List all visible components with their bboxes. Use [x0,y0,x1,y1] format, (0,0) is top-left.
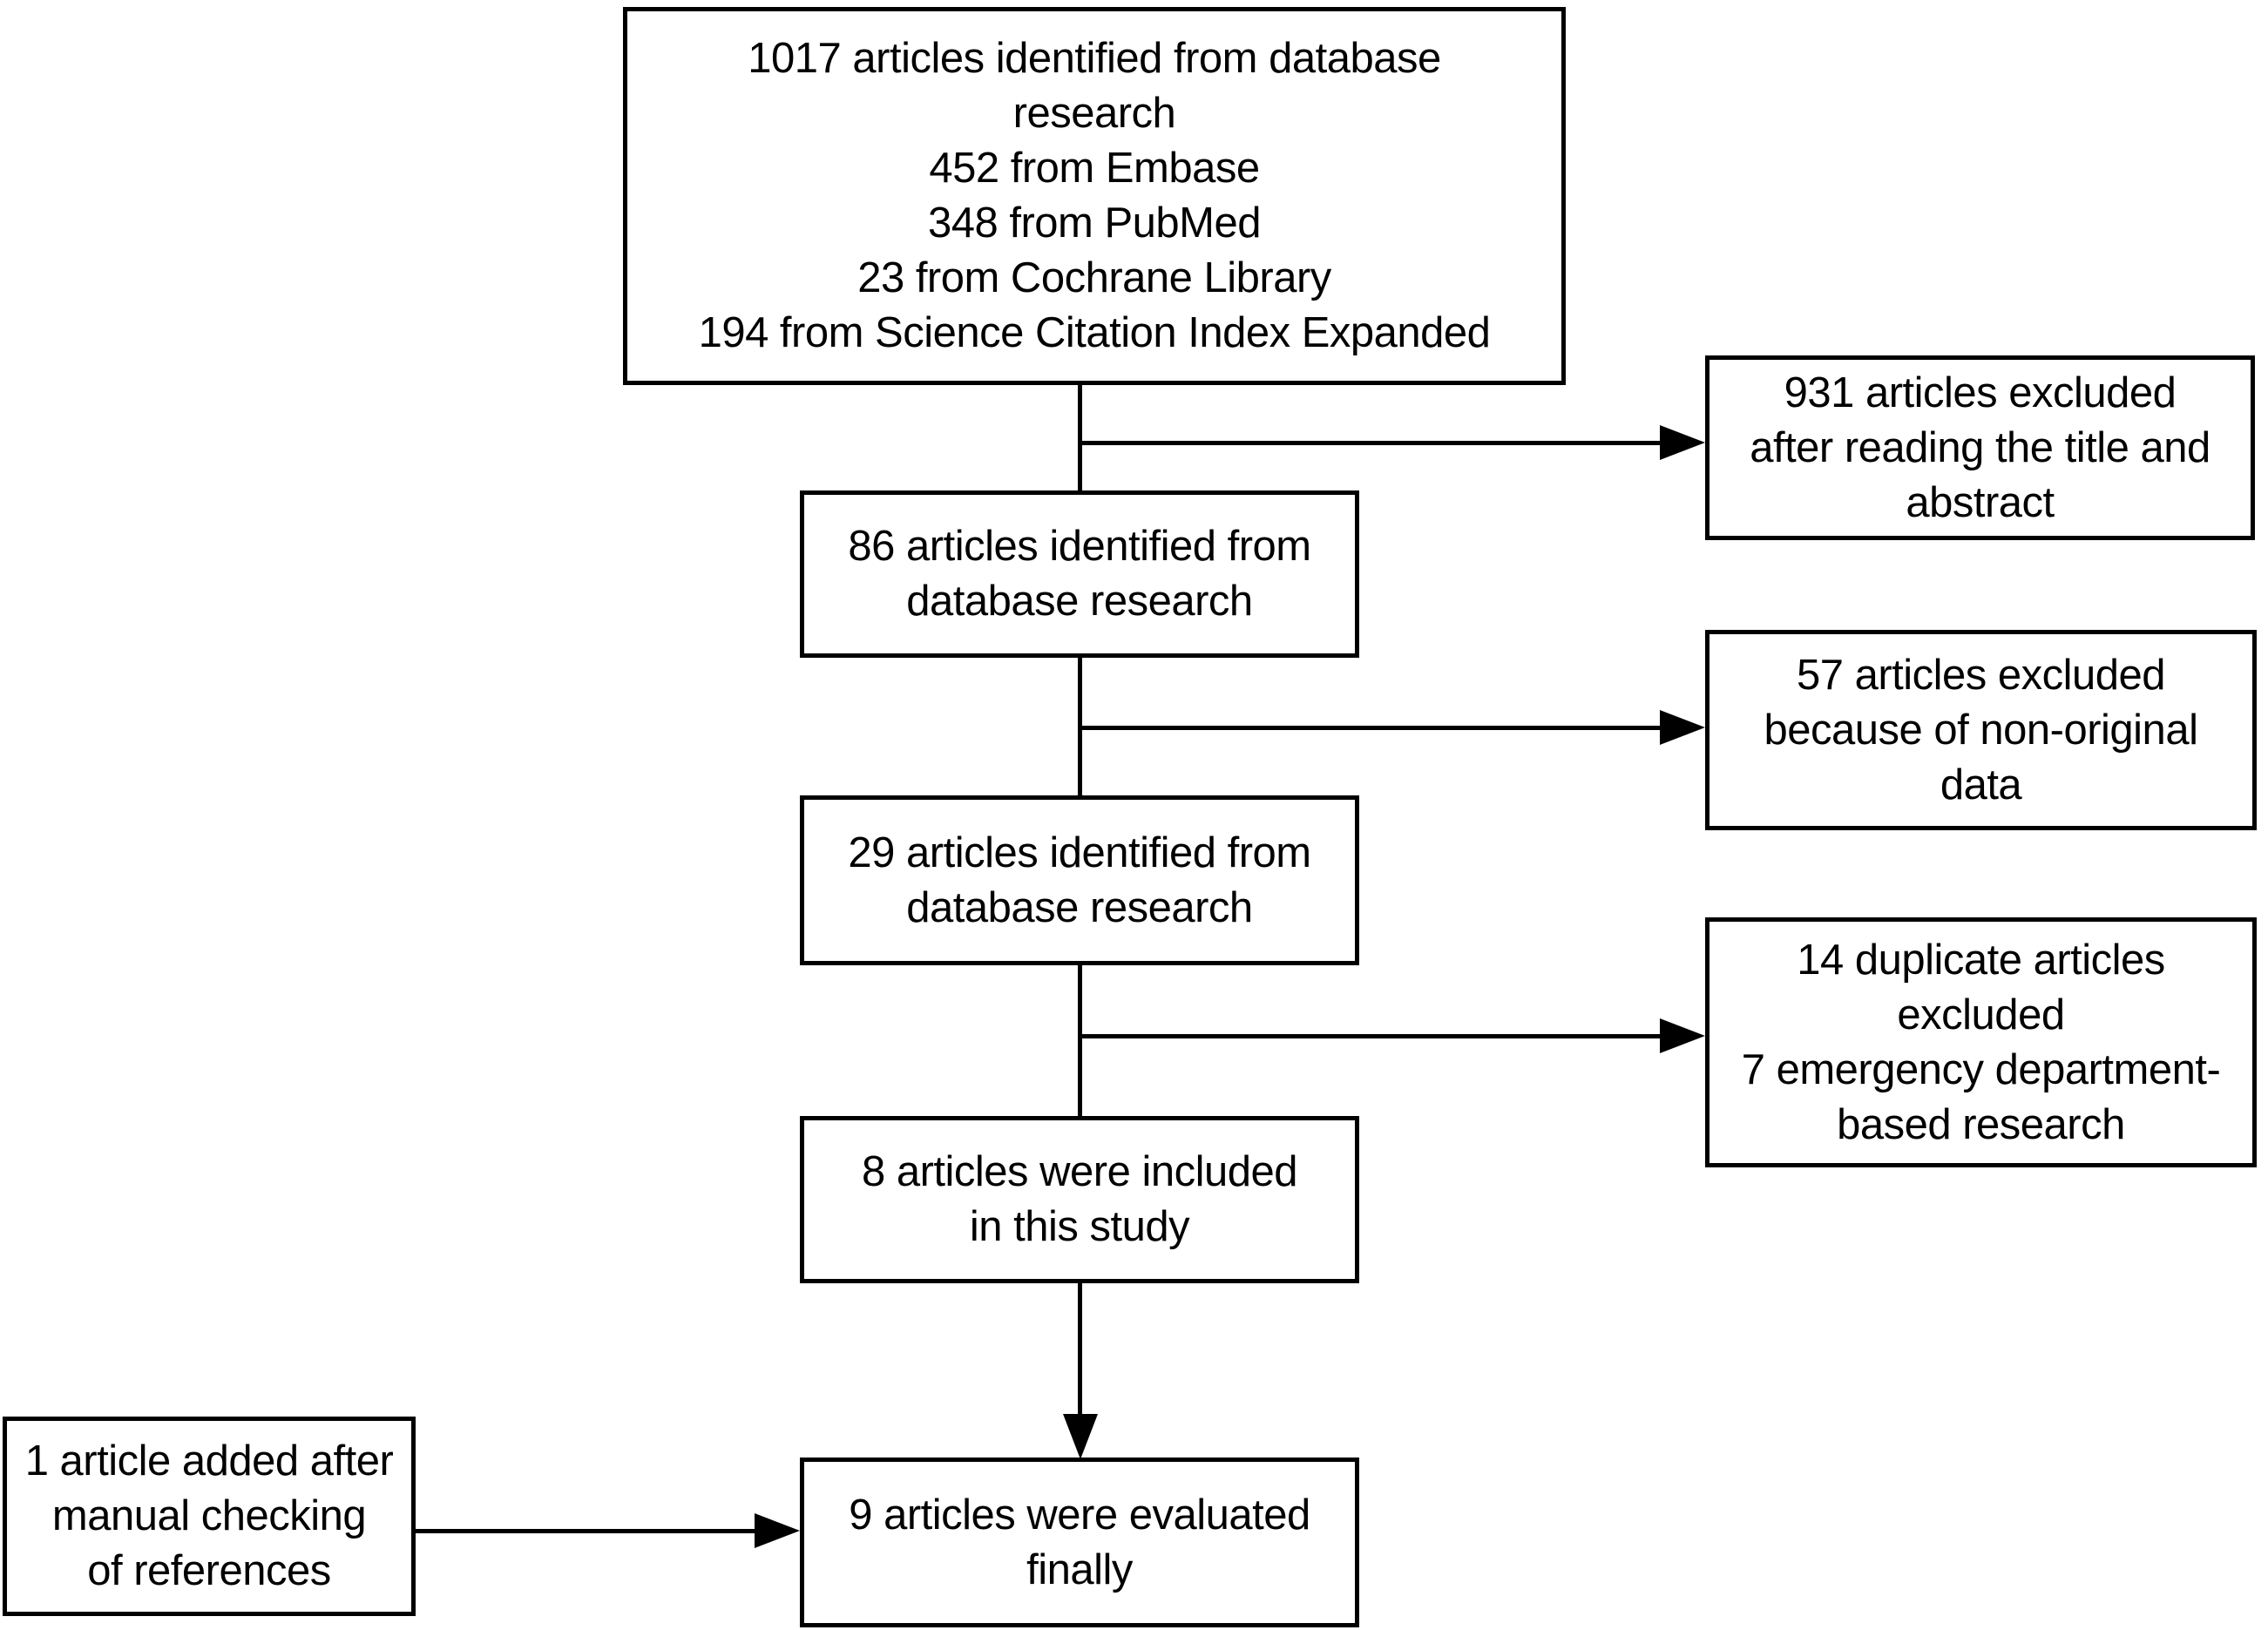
box-text-line: 7 emergency department- [1741,1045,2221,1093]
arrowhead-added1-to-9-icon [755,1513,800,1548]
box-evaluated-9: 9 articles were evaluated finally [800,1458,1359,1627]
box-excluded-931: 931 articles excluded after reading the … [1705,355,2255,540]
box-text-line: 1 article added after [24,1437,394,1485]
box-text-line: 452 from Embase [929,145,1260,192]
box-identified-86: 86 articles identified from database res… [800,490,1359,658]
connector-branch-to-931-line [1080,441,1662,445]
box-excluded-57: 57 articles excluded because of non-orig… [1705,630,2257,830]
box-text-line: excluded [1897,991,2065,1038]
connector-1017-to-86-line [1078,383,1082,492]
box-text-line: 8 articles were included [861,1148,1298,1195]
connector-added1-to-9-line [416,1529,757,1533]
box-text-line: 9 articles were evaluated [849,1491,1310,1539]
box-text-line: research [1012,90,1176,137]
arrowhead-to-9-down-icon [1063,1414,1098,1459]
box-text-line: 931 articles excluded [1784,369,2177,416]
connector-branch-to-57-line [1080,726,1662,730]
arrowhead-to-931-icon [1660,425,1705,460]
box-text-line: based research [1837,1100,2125,1148]
box-text-line: abstract [1906,478,2055,526]
box-text-line: 23 from Cochrane Library [857,254,1331,301]
box-text-line: 29 articles identified from [848,829,1311,876]
box-included-8: 8 articles were included in this study [800,1116,1359,1283]
box-text-line: 86 articles identified from [848,523,1311,570]
box-text-line: 1017 articles identified from database [748,35,1441,82]
box-text-line: because of non-original [1764,706,2198,754]
box-text-line: manual checking [51,1492,367,1539]
box-added-1: 1 article added after manual checking of… [3,1417,416,1616]
box-text-line: database research [906,883,1253,931]
box-text-line: after reading the title and [1750,423,2210,471]
connector-29-to-8-line [1078,964,1082,1118]
arrowhead-to-14-icon [1660,1018,1705,1053]
box-text-line: database research [906,578,1253,625]
arrowhead-to-57-icon [1660,710,1705,745]
box-text-line: 14 duplicate articles [1797,936,2165,984]
connector-8-to-9-line [1078,1282,1082,1417]
box-text-line: 194 from Science Citation Index Expanded [698,309,1491,356]
box-text-line: data [1940,761,2022,808]
connector-86-to-29-line [1078,656,1082,797]
connector-branch-to-14-line [1080,1034,1662,1038]
box-identified-29: 29 articles identified from database res… [800,795,1359,965]
box-text-line: in this study [969,1203,1190,1250]
box-text-line: 348 from PubMed [928,200,1262,247]
box-text-line: 57 articles excluded [1796,651,2166,699]
box-identified-1017: 1017 articles identified from database r… [623,7,1566,385]
box-excluded-14: 14 duplicate articles excluded 7 emergen… [1705,917,2257,1167]
box-text-line: finally [1026,1545,1133,1593]
box-text-line: of references [87,1547,331,1594]
